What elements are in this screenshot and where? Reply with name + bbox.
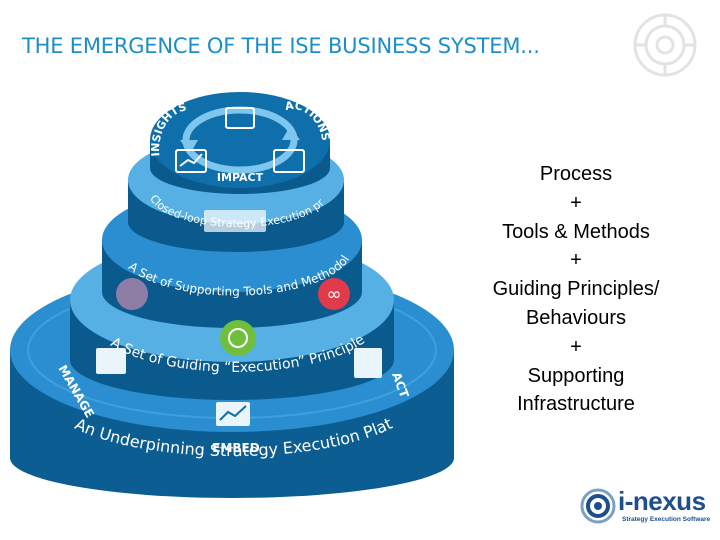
cycle-label-impact: IMPACT [217,171,264,184]
list-icon [273,149,305,173]
checklist-icon [354,348,382,378]
dashboard-icon [204,210,266,232]
component-line: + [570,335,582,358]
component-line: Infrastructure [517,393,635,416]
logo-name: i-nexus [618,486,706,516]
logo-tagline: Strategy Execution Software [622,516,711,523]
svg-text:∞: ∞ [327,284,342,305]
arrows-icon [116,278,148,310]
org-chart-icon [225,107,255,129]
component-line: Process [539,163,613,185]
system-components-list: Process + Tools & Methods + Guiding Prin… [440,160,712,419]
side-label-embed: EMBED [212,441,259,455]
component-line: Supporting [527,364,625,387]
report-icon [96,348,126,374]
side-label-translate: SLATE [379,236,406,279]
component-line: Tools & Methods [502,220,650,243]
logo-ring-icon [580,488,616,524]
component-line: + [570,249,582,272]
infinity-icon [318,278,350,310]
i-nexus-logo: i-nexus Strategy Execution Software [578,486,720,526]
trend-chart-icon [175,149,207,173]
component-line: Behaviours [525,306,627,329]
tier-cycle [150,92,330,194]
component-line: Guiding Principles/ [492,278,660,301]
target-icon [220,320,256,356]
slide-title: THE EMERGENCE OF THE ISE BUSINESS SYSTEM… [22,34,540,58]
ise-layered-diagram: ∞ INSIGHTS ACTIONS IMPACT Closed-loop St… [0,70,454,498]
target-watermark-icon [633,13,697,77]
component-line: + [570,191,582,214]
